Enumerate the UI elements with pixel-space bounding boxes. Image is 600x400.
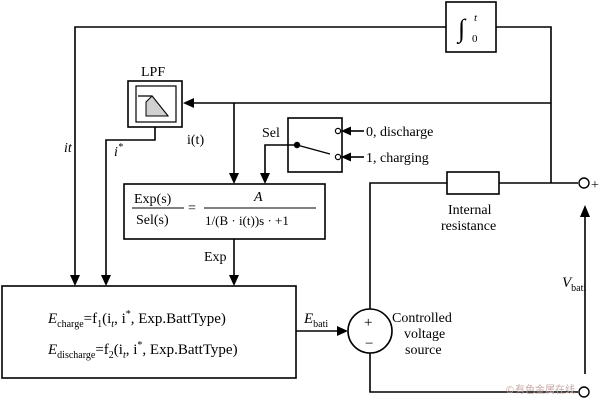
positive-terminal-label: + (591, 178, 599, 193)
istar-signal-wire (105, 127, 156, 276)
exp-equals: = (188, 201, 196, 216)
istar-signal-arrow (101, 275, 111, 286)
ebati-arrow (337, 326, 348, 336)
lpf-input-arrow (183, 98, 194, 108)
option1-label: 1, charging (366, 151, 429, 166)
source-bottom-wire (369, 353, 578, 393)
selector-contact-0 (334, 127, 342, 135)
it-signal-label: it (64, 141, 73, 156)
integrator-symbol: ∫ (456, 14, 467, 44)
it-signal-arrow (70, 275, 80, 286)
resistance-label-line1: Internal (448, 203, 492, 218)
battery-function-block (1, 285, 297, 379)
sel-to-exp-arrow (260, 173, 270, 184)
selector-switch-arm (296, 144, 331, 155)
source-top-wire (369, 182, 447, 309)
source-label-line1: Controlled (392, 311, 452, 326)
selector-contact-1 (334, 153, 342, 161)
resistance-label-line2: resistance (441, 219, 496, 234)
positive-terminal (578, 177, 590, 189)
exp-output-label: Exp (204, 250, 227, 265)
source-label-line2: voltage (404, 327, 445, 342)
current-feedback-wire (496, 26, 552, 183)
lpf-title: LPF (141, 65, 165, 80)
integrator-lower-limit: 0 (472, 33, 478, 45)
option0-arrow (341, 126, 351, 136)
option0-label: 0, discharge (366, 125, 433, 140)
lpf-inner-frame (135, 85, 177, 123)
sel-to-exp-wire (264, 144, 297, 176)
ebati-label: Ebati (303, 311, 328, 330)
source-label-line3: source (405, 343, 442, 358)
exp-output-arrow (229, 275, 239, 286)
exp-block (123, 183, 326, 240)
integrator-upper-limit: t (474, 12, 478, 24)
vbati-label: Vbati (562, 275, 586, 294)
it-signal-wire (74, 26, 446, 276)
exp-den-right: 1/(B · i(t))s · +1 (205, 213, 289, 228)
exp-num-right: A (253, 190, 263, 205)
istar-signal-label: i* (114, 142, 123, 160)
selector-title: Sel (262, 126, 280, 141)
echarge-equation: Echarge=f1(it, i*, Exp.BattType) (47, 309, 226, 330)
vbati-arrow-head (580, 205, 590, 217)
internal-resistance (446, 171, 500, 195)
watermark: ©有色金属在线 (505, 383, 575, 396)
exp-den-left: Sel(s) (136, 213, 169, 228)
integrator-block (445, 1, 497, 53)
source-minus-sign: − (365, 336, 373, 352)
exp-num-left: Exp(s) (134, 192, 172, 207)
negative-terminal (578, 386, 590, 398)
i-of-t-label: i(t) (187, 133, 204, 148)
lpf-response-fill (145, 95, 170, 117)
option1-arrow (341, 152, 351, 162)
source-plus-sign: + (364, 315, 372, 331)
exp-input-arrow (229, 173, 239, 184)
edischarge-equation: Edischarge=f2(it, i*, Exp.BattType) (47, 340, 238, 361)
